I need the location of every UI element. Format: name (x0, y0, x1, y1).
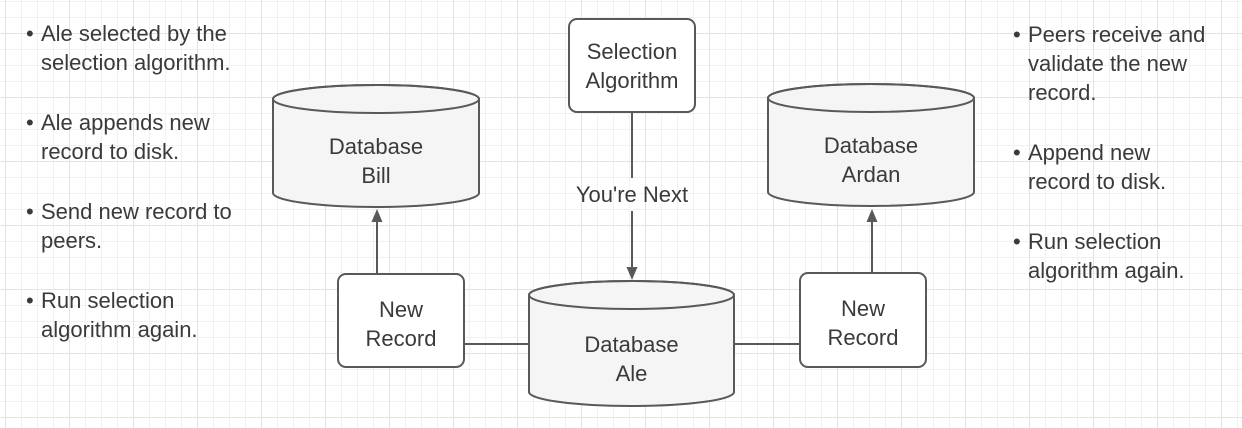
list-item: • Ale appends new record to disk. (26, 108, 276, 166)
note-text: Run selection algorithm again. (41, 288, 198, 342)
cylinder-shape (528, 280, 735, 407)
list-item: • Send new record to peers. (26, 197, 276, 255)
list-item: • Ale selected by the selection algorith… (26, 19, 276, 77)
edge-newrecord-left-to-bill (371, 209, 383, 273)
node-new-record-left: New Record (337, 273, 465, 368)
bullet-icon: • (1013, 229, 1021, 254)
bullet-icon: • (26, 21, 34, 46)
node-database-ardan: Database Ardan (767, 83, 975, 207)
list-item: • Append new record to disk. (1013, 138, 1242, 196)
node-database-ale: Database Ale (528, 280, 735, 407)
note-text: Peers receive and validate the new recor… (1028, 22, 1206, 105)
node-selection-algorithm: Selection Algorithm (568, 18, 696, 113)
note-text: Ale appends new record to disk. (41, 110, 210, 164)
notes-right: • Peers receive and validate the new rec… (1013, 20, 1242, 285)
bullet-icon: • (1013, 22, 1021, 47)
bullet-icon: • (26, 110, 34, 135)
node-label: Database Ale (584, 332, 679, 386)
note-text: Append new record to disk. (1028, 140, 1167, 194)
node-label: Database Ardan (823, 133, 919, 187)
cylinder-shape (767, 83, 975, 207)
bullet-icon: • (26, 199, 34, 224)
notes-left: • Ale selected by the selection algorith… (26, 19, 276, 344)
note-text: Ale selected by the selection algorithm. (41, 21, 231, 75)
node-label: New Record (365, 296, 437, 351)
node-label: Database Bill (328, 134, 424, 188)
node-label: Selection Algorithm (585, 38, 679, 93)
edge-label-youre-next: You're Next (575, 182, 689, 207)
list-item: • Peers receive and validate the new rec… (1013, 20, 1242, 107)
node-database-bill: Database Bill (272, 84, 480, 208)
cylinder-shape (272, 84, 480, 208)
node-new-record-right: New Record (799, 272, 927, 368)
node-label: New Record (827, 296, 899, 350)
note-text: Run selection algorithm again. (1028, 229, 1185, 283)
bullet-icon: • (1013, 140, 1021, 165)
note-text: Send new record to peers. (41, 199, 232, 253)
list-item: • Run selection algorithm again. (1013, 227, 1242, 285)
edge-newrecord-right-to-ardan (866, 209, 878, 272)
bullet-icon: • (26, 288, 34, 313)
list-item: • Run selection algorithm again. (26, 286, 276, 344)
